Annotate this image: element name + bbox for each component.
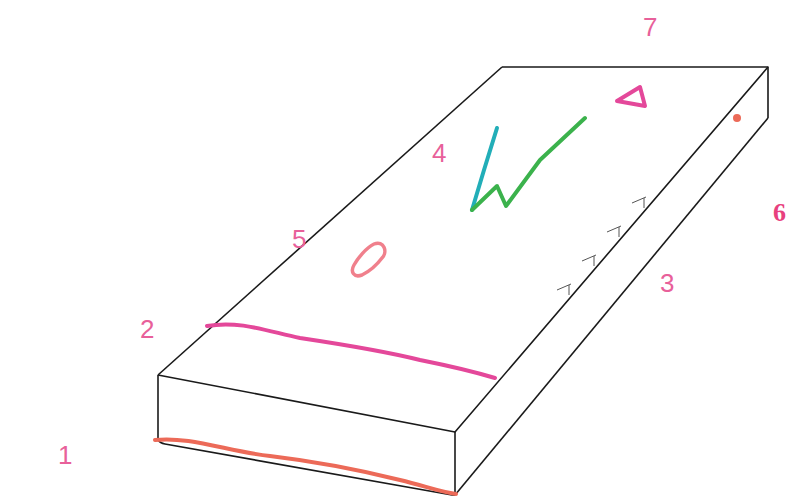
callout-number: 5 bbox=[292, 226, 306, 252]
tick-mark bbox=[632, 197, 646, 208]
tick-mark bbox=[582, 255, 596, 266]
slab-edge bbox=[502, 67, 768, 118]
tick-mark bbox=[607, 226, 621, 237]
callout-number: 4 bbox=[432, 140, 446, 166]
slab-edge bbox=[158, 67, 502, 375]
slab-edge bbox=[454, 432, 456, 495]
callout-number: 6 bbox=[773, 200, 786, 226]
slab-edge bbox=[157, 375, 159, 440]
callout-number: 2 bbox=[140, 316, 154, 342]
slab-outline bbox=[158, 67, 768, 495]
callout-number: 1 bbox=[58, 442, 72, 468]
triangle-mark bbox=[617, 87, 645, 106]
slab-edge bbox=[455, 118, 768, 495]
tick-mark bbox=[557, 284, 571, 295]
callout-number: 7 bbox=[643, 14, 657, 40]
tick-marks bbox=[557, 197, 646, 295]
slab-edge bbox=[158, 67, 768, 432]
marked-bottom-edge bbox=[155, 439, 456, 494]
slab-edge bbox=[158, 440, 455, 495]
corner-dot bbox=[733, 114, 741, 122]
marked-top-line bbox=[207, 324, 495, 378]
w-mark bbox=[472, 118, 585, 210]
callout-number: 3 bbox=[660, 270, 674, 296]
loop-mark bbox=[352, 243, 384, 276]
